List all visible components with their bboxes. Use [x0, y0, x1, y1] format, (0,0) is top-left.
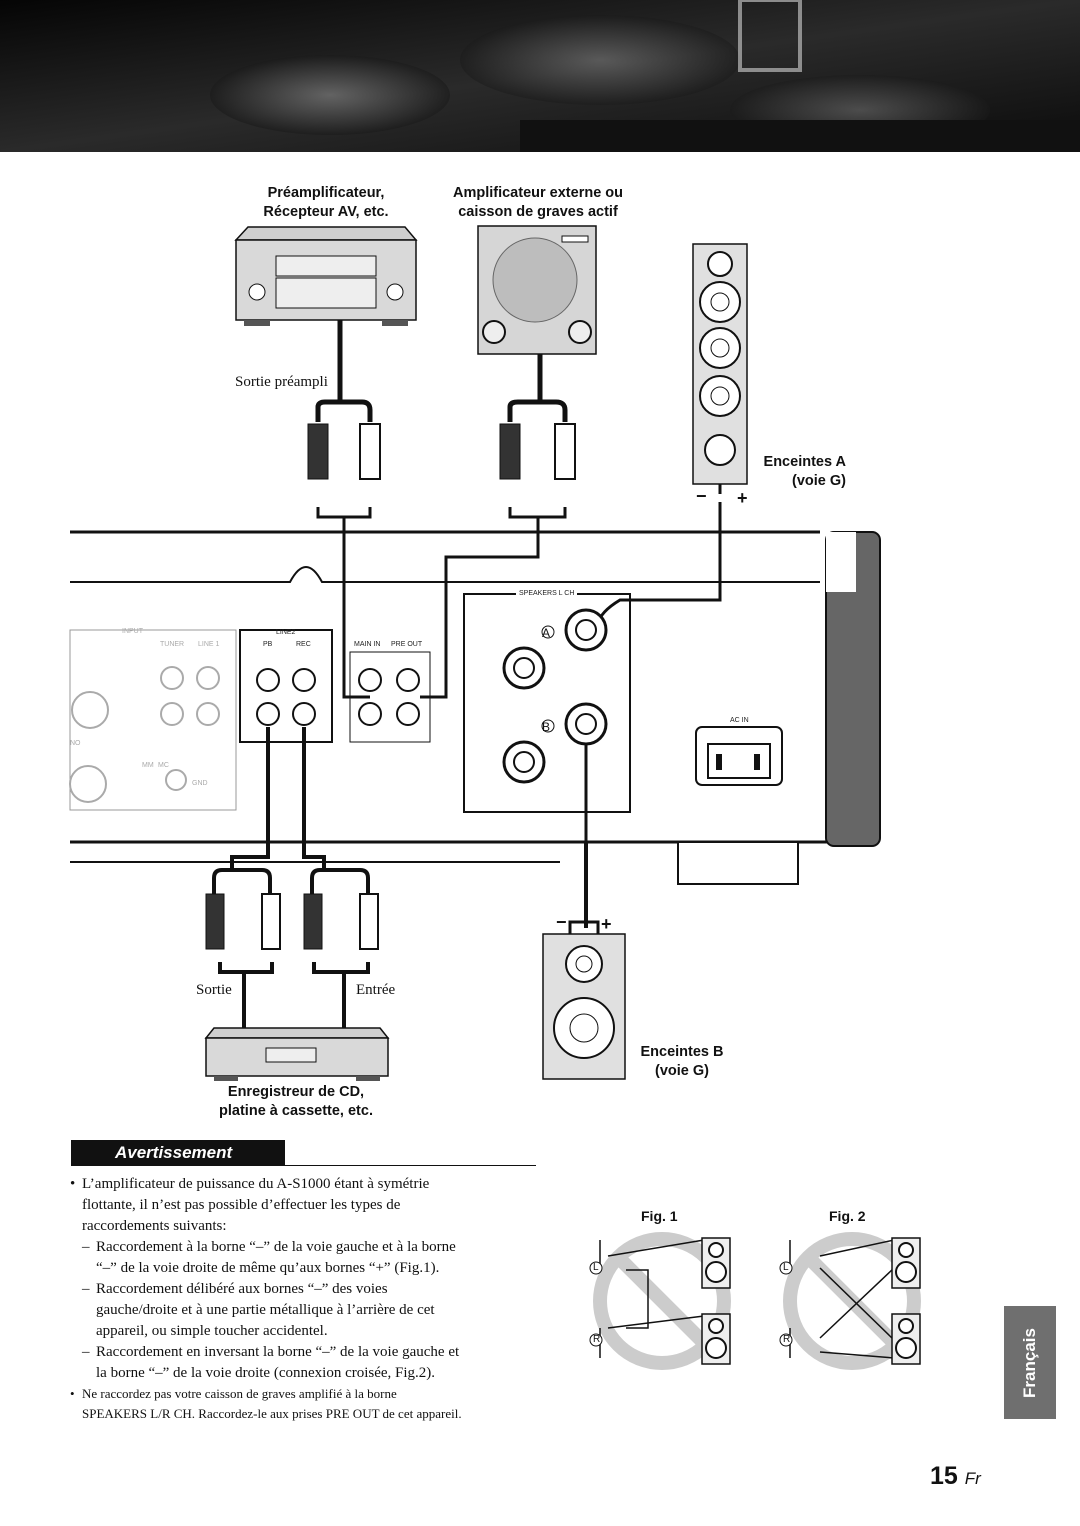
warning-bullet-2: • Ne raccordez pas votre caisson de grav…: [70, 1384, 540, 1424]
bullet2-line2: SPEAKERS L/R CH. Raccordez-le aux prises…: [82, 1406, 462, 1421]
dash2-line3: appareil, ou simple toucher accidentel.: [96, 1323, 328, 1339]
preamp-label-line2: Récepteur AV, etc.: [263, 204, 389, 220]
amplifier-rear-panel: [69, 530, 881, 885]
preamplifier-device: [234, 226, 418, 326]
warning-title: Avertissement: [71, 1140, 285, 1165]
ext-amp-label-line1: Amplificateur externe ou: [452, 185, 623, 201]
fig2-right-mark: R: [783, 1334, 791, 1345]
dash1-line1: Raccordement à la borne “–” de la voie g…: [96, 1239, 456, 1255]
dash3-line2: la borne “–” de la voie droite (connexio…: [96, 1365, 436, 1381]
panel-mm-label: MM: [142, 762, 154, 769]
warning-dash-1: – Raccordement à la borne “–” de la voie…: [70, 1237, 540, 1279]
speakers-b-label-line2: (voie G): [655, 1063, 709, 1079]
warning-dash-2: – Raccordement délibéré aux bornes “–” d…: [70, 1279, 540, 1342]
dash2-line2: gauche/droite et à une partie métallique…: [96, 1302, 435, 1318]
ext-amp-label-line2: caisson de graves actif: [458, 204, 618, 220]
panel-ac-in-label: AC IN: [730, 717, 749, 724]
preamp-label: Préamplificateur, Récepteur AV, etc.: [226, 184, 426, 222]
panel-rec-label: REC: [296, 641, 311, 648]
fig2-diagram: [779, 1232, 921, 1370]
dash1-line2: “–” de la voie droite de même qu’aux bor…: [96, 1260, 440, 1276]
subwoofer-device: [477, 225, 597, 355]
recorder-label-line2: platine à cassette, etc.: [219, 1103, 373, 1119]
speaker-b-bookshelf: [542, 920, 626, 1080]
header-photo: [0, 0, 1080, 152]
warning-text: • L’amplificateur de puissance du A-S100…: [70, 1174, 540, 1424]
rca-cables-bottom: [212, 727, 588, 1028]
speakers-b-label-line1: Enceintes B: [640, 1044, 724, 1060]
speakers-a-label-line2: (voie G): [792, 473, 846, 489]
recorder-label: Enregistreur de CD, platine à cassette, …: [186, 1083, 406, 1121]
fig1-label: Fig. 1: [641, 1208, 678, 1224]
panel-pre-out-label: PRE OUT: [391, 641, 423, 648]
dash3-line1: Raccordement en inversant la borne “–” d…: [96, 1344, 460, 1360]
header-photo-banner: [0, 0, 1080, 152]
fig1-diagram: [589, 1232, 731, 1370]
language-tab: Français: [1004, 1306, 1056, 1419]
preamp-label-line1: Préamplificateur,: [267, 185, 385, 201]
panel-pb-label: PB: [263, 641, 273, 648]
panel-gnd-label: GND: [192, 780, 208, 787]
bullet2-line1: Ne raccordez pas votre caisson de graves…: [82, 1386, 397, 1401]
panel-main-in-label: MAIN IN: [354, 641, 381, 648]
panel-input-label: INPUT: [122, 628, 143, 635]
page-number-value: 15: [930, 1462, 958, 1490]
entree-label: Entrée: [356, 982, 396, 998]
sortie-label: Sortie: [196, 982, 232, 998]
bullet1-line3: raccordements suivants:: [82, 1218, 227, 1234]
warning-dash-3: – Raccordement en inversant la borne “–”…: [70, 1342, 540, 1384]
panel-line1-label: LINE 1: [198, 641, 220, 648]
rca-plugs-bottom: [205, 893, 379, 950]
speaker-b-plus: +: [601, 914, 612, 934]
panel-mc-label: MC: [158, 762, 169, 769]
terminal-b-label: B: [542, 720, 551, 734]
speakers-a-label-line1: Enceintes A: [763, 454, 846, 470]
speakers-b-label: Enceintes B (voie G): [620, 1043, 744, 1081]
warning-bullet-1: • L’amplificateur de puissance du A-S100…: [70, 1174, 540, 1237]
page-number: 15 Fr: [930, 1462, 981, 1491]
language-tab-label: Français: [1020, 1327, 1039, 1398]
bullet1-line1: L’amplificateur de puissance du A-S1000 …: [82, 1176, 430, 1192]
speaker-a-minus: −: [696, 486, 707, 506]
rca-plugs-top: [307, 423, 576, 480]
speaker-a-plus: +: [737, 488, 748, 508]
connection-diagram: [69, 225, 881, 1081]
fig1-right-mark: R: [593, 1334, 601, 1345]
warning-rule: [71, 1165, 536, 1166]
speakers-a-label: Enceintes A (voie G): [750, 453, 846, 491]
dash2-line1: Raccordement délibéré aux bornes “–” des…: [96, 1281, 388, 1297]
bullet1-line2: flottante, il n’est pas possible d’effec…: [82, 1197, 401, 1213]
recorder-label-line1: Enregistreur de CD,: [227, 1084, 365, 1100]
speaker-a-tower: [692, 243, 748, 485]
fig2-label: Fig. 2: [829, 1208, 866, 1224]
recorder-device: [204, 1027, 390, 1081]
fig2-left-mark: L: [783, 1262, 789, 1273]
fig1-left-mark: L: [593, 1262, 599, 1273]
terminal-a-label: A: [542, 626, 551, 640]
panel-line2-label: LINE2: [276, 629, 296, 636]
speaker-b-minus: −: [556, 912, 567, 932]
panel-no-label: NO: [70, 740, 81, 747]
panel-tuner-label: TUNER: [160, 641, 185, 648]
ext-amp-label: Amplificateur externe ou caisson de grav…: [426, 184, 650, 222]
sortie-preampli-label: Sortie préampli: [235, 374, 328, 390]
panel-speakers-label: SPEAKERS L CH: [516, 590, 578, 597]
page-number-suffix: Fr: [964, 1469, 981, 1488]
